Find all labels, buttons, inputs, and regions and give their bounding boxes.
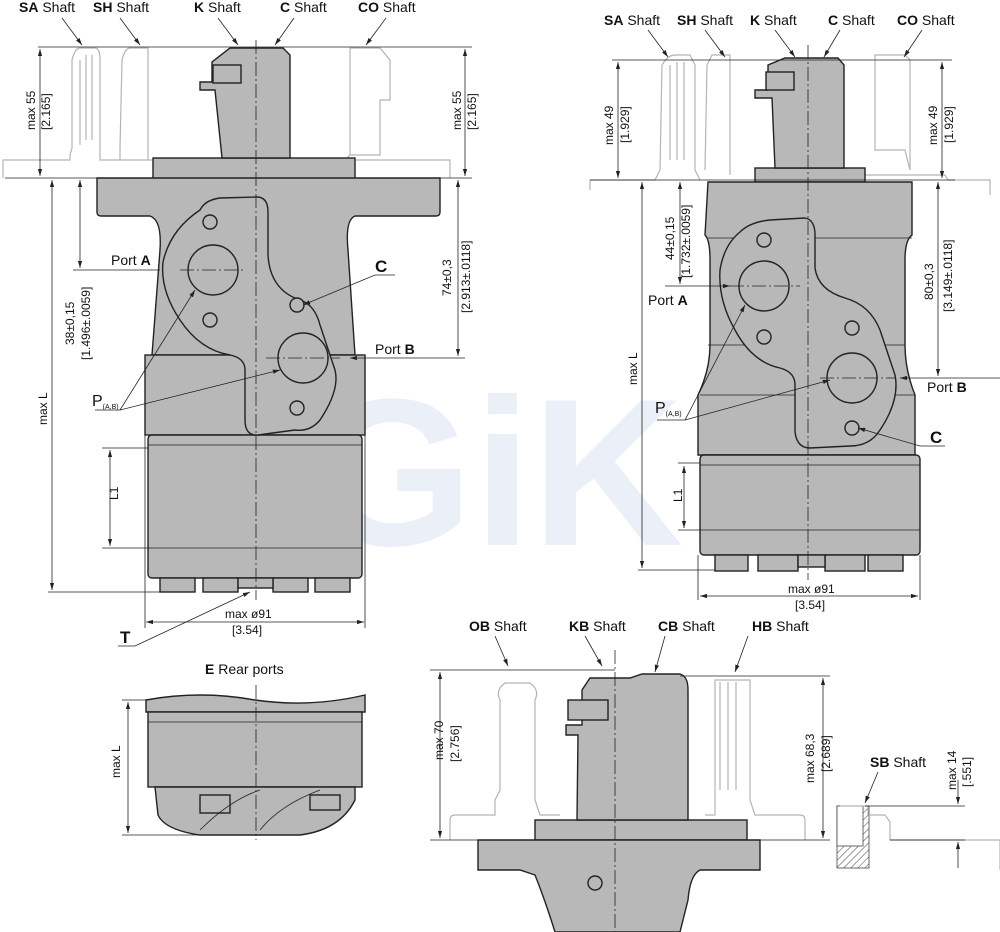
shaft-label-sa: SA Shaft <box>19 0 75 15</box>
watermark: GiK <box>310 355 683 590</box>
dim-max-68: max 68,3 <box>803 733 817 783</box>
dim-max-70-in: [2.756] <box>448 725 462 762</box>
port-a-label: Port A <box>648 292 688 308</box>
dim-38: 38±0,15 <box>63 301 77 345</box>
dim-max-14-in: [.551] <box>960 757 974 787</box>
dim-diameter-in: [3.54] <box>795 598 825 612</box>
shaft-label-ob: OB Shaft <box>469 618 527 634</box>
bolts <box>714 554 904 572</box>
dim-max-68-in: [2.689] <box>819 735 833 772</box>
hub <box>152 157 356 181</box>
shaft-label-sa: SA Shaft <box>604 12 660 28</box>
port-a-label: Port A <box>111 252 151 268</box>
dim-l1: L1 <box>671 488 685 502</box>
left-view: SA Shaft SH Shaft K Shaft C Shaft CO Sha… <box>2 0 479 647</box>
dim-44-in: [1.732±.0059] <box>679 205 693 278</box>
dim-l1: L1 <box>107 486 121 500</box>
dim-max-70: max 70 <box>432 720 446 760</box>
kb-shaft <box>565 673 689 821</box>
gerotor-housing <box>147 434 363 579</box>
dim-max-l: max L <box>36 392 50 425</box>
dim-diameter: max ø91 <box>788 582 835 596</box>
port-b-label: Port B <box>375 341 415 357</box>
p-label: P(A,B) <box>655 400 682 418</box>
dim-74-in: [2.913±.0118] <box>459 241 473 313</box>
shaft-label-co: CO Shaft <box>897 12 955 28</box>
shaft-label-c: C Shaft <box>828 12 875 28</box>
shaft-label-c: C Shaft <box>280 0 327 15</box>
dim-max-top-right-in: [1.929] <box>942 106 956 143</box>
dim-74: 74±0,3 <box>440 259 454 296</box>
dim-max-top-left-in: [2.165] <box>39 93 53 130</box>
shaft-label-k: K Shaft <box>750 12 797 28</box>
dim-max-top-right: max 55 <box>450 90 464 130</box>
dim-80: 80±0,3 <box>922 263 936 300</box>
gerotor-housing <box>699 454 921 556</box>
dim-38-in: [1.496±.0059] <box>79 287 93 360</box>
right-view: SA Shaft SH Shaft K Shaft C Shaft CO Sha… <box>589 12 1000 612</box>
dim-diameter: max ø91 <box>225 607 272 621</box>
t-label: T <box>120 628 131 647</box>
dim-max-top-right: max 49 <box>926 105 940 145</box>
p-label: P(A,B) <box>92 393 119 411</box>
rear-ports-view: E Rear ports max L <box>109 661 366 840</box>
dim-max-l: max L <box>109 745 123 778</box>
rear-ports-title: E Rear ports <box>205 661 284 677</box>
dim-44: 44±0,15 <box>663 216 677 260</box>
shaft-label-kb: KB Shaft <box>569 618 626 634</box>
dim-80-in: [3.149±.0118] <box>941 240 955 312</box>
dim-max-14: max 14 <box>945 750 959 790</box>
dim-max-top-left-in: [1.929] <box>618 106 632 143</box>
bottom-shafts-view: OB Shaft KB Shaft CB Shaft HB Shaft max … <box>430 618 833 932</box>
svg-text:GiK: GiK <box>310 355 683 590</box>
shaft-label-k: K Shaft <box>194 0 241 15</box>
dim-max-l: max L <box>626 352 640 385</box>
c-label: C <box>375 257 387 276</box>
shaft-label-hb: HB Shaft <box>752 618 809 634</box>
shaft-label-sb: SB Shaft <box>870 754 926 770</box>
port-b-label: Port B <box>927 379 967 395</box>
shaft-label-sh: SH Shaft <box>677 12 733 28</box>
bolts <box>159 577 351 593</box>
flange <box>477 839 761 932</box>
shaft-label-co: CO Shaft <box>358 0 416 15</box>
shaft-label-sh: SH Shaft <box>93 0 149 15</box>
dim-max-top-left: max 49 <box>602 105 616 145</box>
nut <box>212 64 242 84</box>
c-label: C <box>930 428 942 447</box>
dim-max-top-left: max 55 <box>24 90 38 130</box>
dim-diameter-in: [3.54] <box>232 623 262 637</box>
sb-shaft-view: SB Shaft max 14 [.551] <box>836 750 1000 870</box>
shaft-label-cb: CB Shaft <box>658 618 715 634</box>
dim-max-top-right-in: [2.165] <box>465 93 479 130</box>
